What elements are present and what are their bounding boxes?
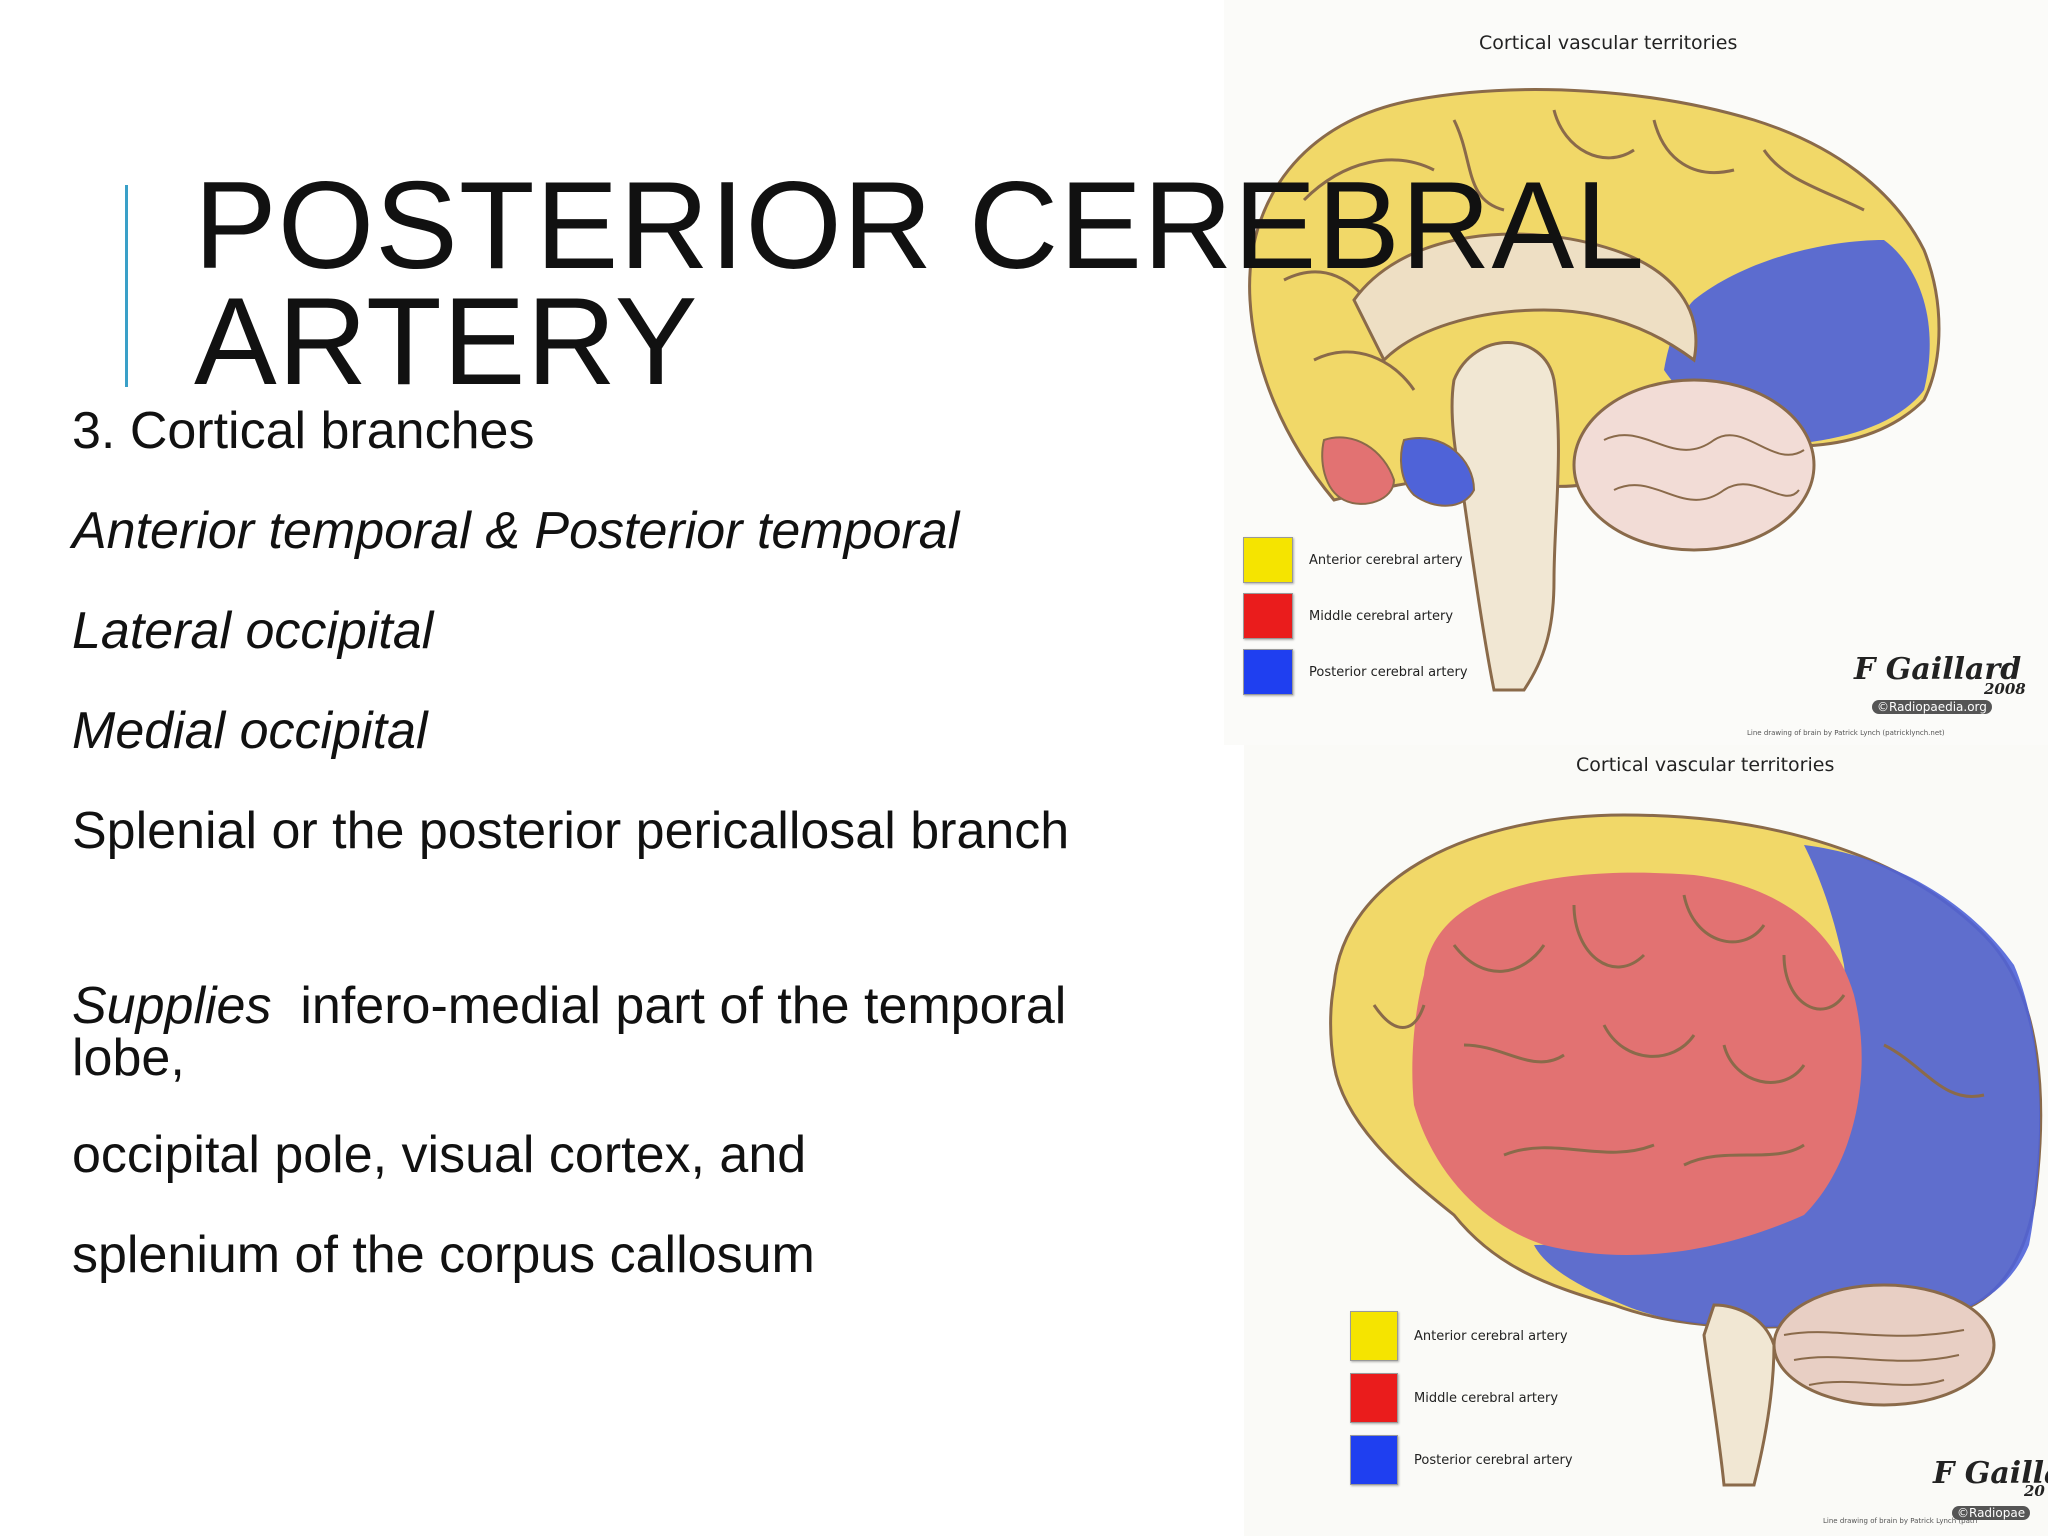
legend-swatch-blue bbox=[1243, 649, 1293, 695]
legend-label: Posterior cerebral artery bbox=[1414, 1452, 1573, 1468]
slide-title-line: POSTERIOR CEREBRAL bbox=[194, 157, 1646, 295]
branch-item: Splenial or the posterior pericallosal b… bbox=[72, 802, 1070, 860]
signature-site: ©Radiopae bbox=[1952, 1506, 2031, 1520]
slide-title-line: ARTERY bbox=[194, 273, 699, 411]
figure-legend: Anterior cerebral artery Middle cerebral… bbox=[1243, 537, 1468, 705]
legend-label: Anterior cerebral artery bbox=[1414, 1328, 1568, 1344]
lateral-brain-illustration bbox=[1329, 813, 2043, 1487]
medial-brain-figure: Cortical vascular territories Anterior c… bbox=[1224, 0, 2048, 745]
signature-name: F Gaillard bbox=[1854, 652, 2022, 687]
signature-name: F Gaillar bbox=[1933, 1456, 2048, 1491]
branch-item: Anterior temporal & Posterior temporal bbox=[72, 502, 960, 560]
legend-label: Middle cerebral artery bbox=[1414, 1390, 1559, 1406]
legend-swatch-red bbox=[1350, 1373, 1398, 1423]
slide-body: 3. Cortical branches Anterior temporal &… bbox=[72, 400, 1182, 1286]
legend-swatch-blue bbox=[1350, 1435, 1398, 1485]
figure-legend: Anterior cerebral artery Middle cerebral… bbox=[1350, 1311, 1573, 1498]
legend-item-posterior: Posterior cerebral artery bbox=[1243, 649, 1468, 695]
signature-site: ©Radiopaedia.org bbox=[1872, 700, 1992, 714]
supply-line: splenium of the corpus callosum bbox=[72, 1226, 815, 1284]
legend-item-middle: Middle cerebral artery bbox=[1243, 593, 1468, 639]
legend-label: Middle cerebral artery bbox=[1309, 608, 1454, 624]
supply-line: occipital pole, visual cortex, and bbox=[72, 1126, 807, 1184]
branch-item: Lateral occipital bbox=[72, 602, 434, 660]
legend-item-anterior: Anterior cerebral artery bbox=[1243, 537, 1468, 583]
medial-brain-illustration bbox=[1248, 88, 1941, 692]
legend-label: Posterior cerebral artery bbox=[1309, 664, 1468, 680]
branch-item: Medial occipital bbox=[72, 702, 428, 760]
legend-item-middle: Middle cerebral artery bbox=[1350, 1373, 1573, 1423]
section-heading: 3. Cortical branches bbox=[72, 402, 535, 460]
legend-label: Anterior cerebral artery bbox=[1309, 552, 1463, 568]
supplies-text: infero-medial part of the temporal lobe, bbox=[72, 977, 1067, 1087]
illustration-credit: Line drawing of brain by Patrick Lynch (… bbox=[1747, 729, 1945, 737]
legend-swatch-yellow bbox=[1243, 537, 1293, 583]
legend-item-posterior: Posterior cerebral artery bbox=[1350, 1435, 1573, 1485]
figure-title: Cortical vascular territories bbox=[1576, 754, 1835, 776]
figure-title: Cortical vascular territories bbox=[1479, 32, 1738, 54]
title-accent-bar bbox=[125, 185, 128, 387]
signature-year: 20 bbox=[2024, 1482, 2045, 1500]
illustration-credit: Line drawing of brain by Patrick Lynch (… bbox=[1823, 1517, 1978, 1525]
signature-year: 2008 bbox=[1984, 680, 2026, 698]
legend-swatch-yellow bbox=[1350, 1311, 1398, 1361]
slide-title: POSTERIOR CEREBRAL ARTERY bbox=[194, 157, 1646, 411]
supplies-paragraph: Supplies infero-medial part of the tempo… bbox=[72, 980, 1182, 1084]
legend-swatch-red bbox=[1243, 593, 1293, 639]
supplies-label: Supplies bbox=[72, 977, 272, 1035]
lateral-brain-figure: Cortical vascular territories Anterior c… bbox=[1244, 745, 2048, 1536]
legend-item-anterior: Anterior cerebral artery bbox=[1350, 1311, 1573, 1361]
